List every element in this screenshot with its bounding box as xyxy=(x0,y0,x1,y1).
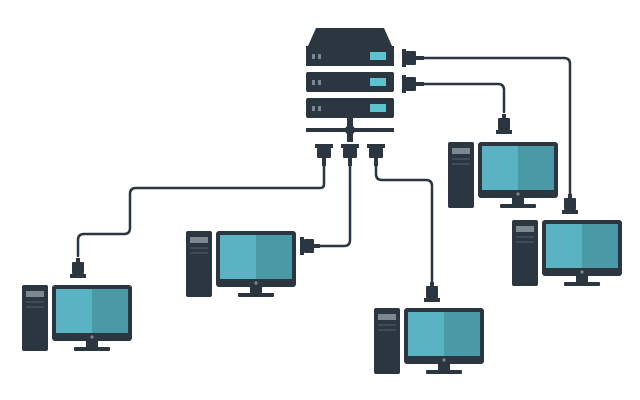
port-plug xyxy=(402,75,424,93)
port-plug xyxy=(367,144,385,166)
port-plug xyxy=(562,194,578,214)
cables xyxy=(76,56,572,284)
port-plug xyxy=(315,144,333,166)
cable-to-pc-4 xyxy=(418,82,506,114)
port-plug xyxy=(496,114,512,134)
computer-pc-4 xyxy=(448,114,558,208)
cable-to-pc-5 xyxy=(418,56,572,198)
port-plug xyxy=(341,144,359,166)
cable-to-pc-1 xyxy=(76,164,326,258)
port-plug xyxy=(424,282,440,302)
port-plug xyxy=(300,237,320,255)
server-rack xyxy=(306,28,394,142)
computer-pc-2 xyxy=(186,231,320,297)
server-indicator-light xyxy=(370,52,386,60)
server-indicator-light xyxy=(370,78,386,86)
computer-pc-3 xyxy=(374,282,484,374)
cable-to-pc-2 xyxy=(316,164,352,248)
server-ports xyxy=(315,49,424,166)
cable-to-pc-3 xyxy=(374,164,434,284)
port-plug xyxy=(70,258,86,278)
port-plug xyxy=(402,49,424,67)
computer-pc-1 xyxy=(22,258,132,351)
server-indicator-light xyxy=(370,104,386,112)
